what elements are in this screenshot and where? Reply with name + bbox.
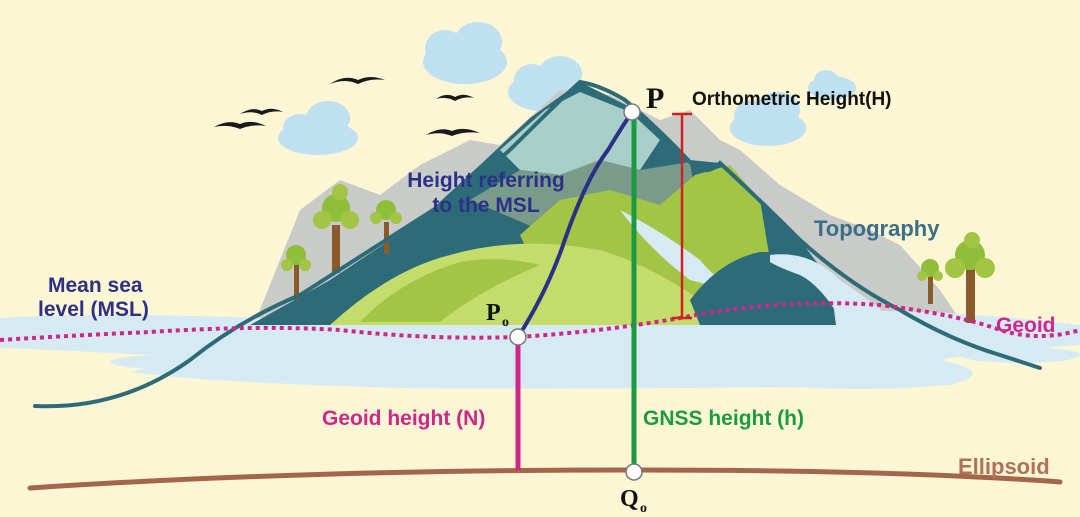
mountain-snow — [500, 92, 660, 175]
msl-height-label-line2: to the MSL — [432, 194, 539, 217]
point-p0-subscript: o — [502, 315, 509, 330]
tree-icon — [281, 245, 311, 300]
trees — [281, 184, 995, 323]
bird-icon — [426, 128, 480, 136]
right-snow — [770, 254, 890, 318]
topography-label: Topography — [814, 216, 940, 241]
geoid-line — [0, 301, 1080, 342]
cloud-icon — [278, 101, 358, 155]
tree-icon — [917, 259, 943, 304]
tree-icon — [313, 184, 359, 273]
cloud-icon — [730, 92, 806, 146]
msl-height-path — [516, 110, 634, 339]
orthometric-height-bar — [672, 112, 692, 320]
tree-icon — [945, 232, 995, 323]
bird-icon — [240, 108, 283, 115]
cloud-icon — [808, 70, 856, 100]
glacier — [620, 210, 760, 305]
msl-height-label-line1: Height referring — [407, 169, 565, 192]
ellipsoid-line — [27, 467, 1063, 491]
point-p0-label: P — [486, 300, 501, 326]
point-q0-label: Q — [620, 486, 639, 512]
bird-icon — [436, 94, 474, 101]
point-p-marker — [623, 103, 641, 121]
msl-label-line1: Mean sea — [48, 274, 143, 297]
clouds — [278, 22, 856, 155]
geoid-height-label: Geoid height (N) — [322, 407, 485, 430]
bird-icon — [330, 77, 385, 84]
gnss-height-label: GNSS height (h) — [643, 407, 804, 430]
ellipsoid-label: Ellipsoid — [958, 454, 1050, 479]
main-mountain — [250, 82, 890, 325]
geoid-label: Geoid — [996, 314, 1056, 337]
orthometric-height-label: Orthometric Height(H) — [692, 89, 892, 110]
topography-line — [33, 79, 1042, 409]
msl-label-line2: level (MSL) — [38, 298, 149, 321]
point-q0-marker — [625, 463, 643, 481]
point-p-label: P — [646, 82, 664, 115]
cloud-icon — [423, 22, 507, 84]
point-q0-subscript: o — [640, 501, 647, 516]
bird-icon — [214, 121, 266, 129]
point-p0-marker — [509, 328, 527, 346]
green-hill-left — [360, 259, 540, 322]
birds — [214, 77, 480, 136]
